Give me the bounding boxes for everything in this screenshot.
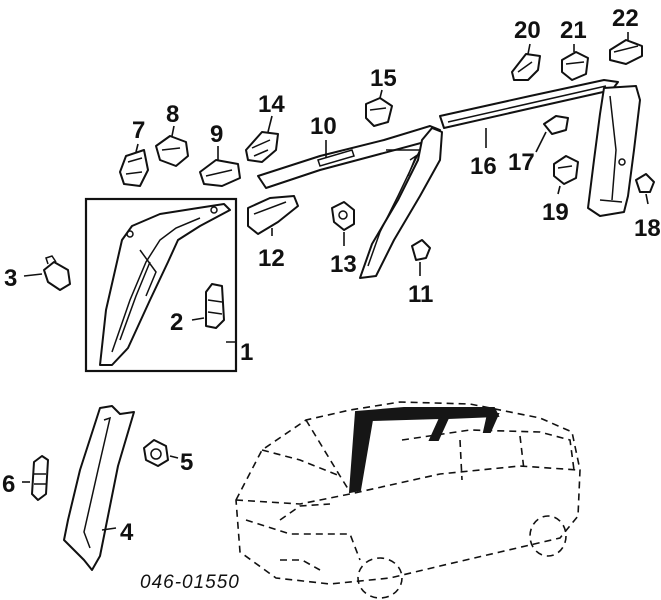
van-outline [235,401,581,599]
part-4-lower-panel [63,405,135,571]
callout-16: 16 [470,153,497,180]
callout-1: 1 [240,339,253,366]
part-20-bracket [511,43,541,81]
part-12-cover [247,195,299,236]
callout-6: 6 [2,471,15,498]
part-19-screw [553,155,579,195]
part-11-plug [411,239,431,276]
part-2-clip [191,283,225,329]
part-9-bracket [199,146,241,187]
callout-22: 22 [612,5,639,32]
callout-19: 19 [542,199,569,226]
callout-5: 5 [180,449,193,476]
callout-20: 20 [514,17,541,44]
van-highlighted-pillar [348,407,500,494]
part-3-fastener [23,255,71,291]
center-pillar-trim [359,127,443,279]
callout-2: 2 [170,309,183,336]
callout-12: 12 [258,245,285,272]
callout-11: 11 [408,281,433,308]
callout-17: 17 [508,149,535,176]
part-21-clip [561,44,589,81]
part-5-bolt [143,439,179,467]
diagram-number: 046-01550 [140,572,240,593]
part-7-bracket [119,143,149,187]
part-18-clip [635,173,655,205]
callout-15: 15 [370,65,397,92]
callout-7: 7 [132,117,145,144]
callout-8: 8 [166,101,179,128]
part-1-leader [226,341,237,371]
part-1-group-frame [84,197,238,373]
rear-pillar-trim [587,85,641,217]
part-16-rear-rail [439,79,619,148]
callout-10: 10 [310,113,337,140]
callout-9: 9 [210,121,223,148]
callout-14: 14 [258,91,285,118]
part-1-pillar-trim [99,203,231,366]
callout-3: 3 [4,265,17,292]
part-17-cap [535,115,569,153]
part-14-bracket [245,115,279,163]
callout-18: 18 [634,215,661,242]
part-15-clip [365,89,393,127]
part-22-block [609,32,643,65]
callout-4: 4 [120,519,134,546]
callout-21: 21 [560,17,587,44]
callout-13: 13 [330,251,357,278]
part-8-clip [155,125,189,167]
part-6-clip [22,455,49,501]
part-13-fastener [331,201,355,246]
